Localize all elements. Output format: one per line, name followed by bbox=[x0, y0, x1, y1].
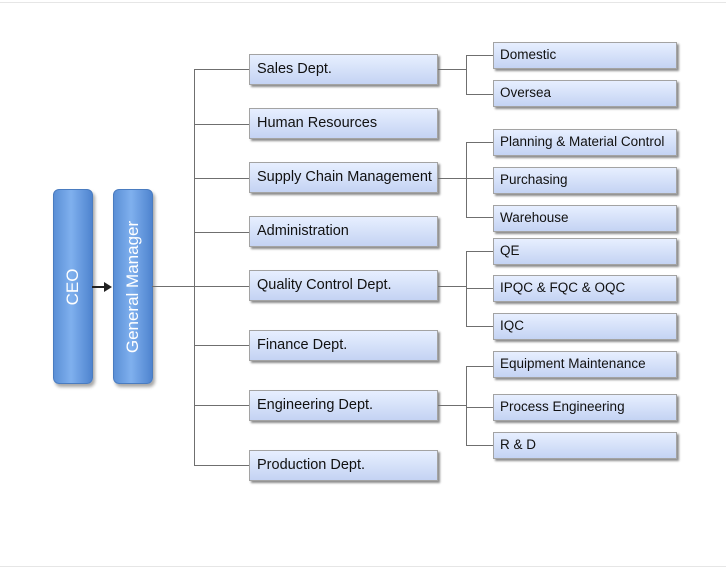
dept-finance: Finance Dept. bbox=[249, 330, 438, 361]
unit-ipqc-fqc-oqc: IPQC & FQC & OQC bbox=[493, 275, 677, 302]
ceo-to-gm-connector bbox=[92, 286, 104, 288]
unit-iqc: IQC bbox=[493, 313, 677, 340]
quality-sub-branch bbox=[466, 288, 493, 289]
unit-domestic: Domestic bbox=[493, 42, 677, 69]
sales-sub-branch bbox=[466, 55, 493, 56]
sales-sub-branch bbox=[466, 94, 493, 95]
unit-purchasing: Purchasing bbox=[493, 167, 677, 194]
supply-sub-branch bbox=[466, 178, 493, 179]
general-manager-box: General Manager bbox=[113, 189, 153, 384]
unit-oversea: Oversea bbox=[493, 80, 677, 107]
branch-production bbox=[194, 465, 249, 466]
branch-supply-chain bbox=[194, 178, 249, 179]
quality-sub-trunk bbox=[466, 251, 467, 327]
sales-sub-trunk bbox=[466, 55, 467, 95]
unit-equipment-maintenance: Equipment Maintenance bbox=[493, 351, 677, 378]
dept-administration: Administration bbox=[249, 216, 438, 247]
engineering-sub-branch bbox=[466, 445, 493, 446]
branch-quality bbox=[194, 286, 249, 287]
dept-supply-chain: Supply Chain Management bbox=[249, 162, 438, 193]
quality-sub-branch bbox=[466, 326, 493, 327]
department-trunk bbox=[194, 69, 195, 466]
unit-qe: QE bbox=[493, 238, 677, 265]
bottom-divider bbox=[0, 566, 726, 567]
engineering-sub-stem bbox=[438, 405, 467, 406]
sales-sub-stem bbox=[438, 69, 467, 70]
dept-quality-control: Quality Control Dept. bbox=[249, 270, 438, 301]
branch-administration bbox=[194, 232, 249, 233]
unit-warehouse: Warehouse bbox=[493, 205, 677, 232]
supply-sub-branch bbox=[466, 217, 493, 218]
branch-hr bbox=[194, 124, 249, 125]
ceo-box: CEO bbox=[53, 189, 93, 384]
quality-sub-branch bbox=[466, 251, 493, 252]
arrow-right-icon bbox=[104, 282, 112, 292]
general-manager-label: General Manager bbox=[123, 220, 142, 353]
supply-sub-stem bbox=[438, 178, 467, 179]
dept-human-resources: Human Resources bbox=[249, 108, 438, 139]
engineering-sub-branch bbox=[466, 407, 493, 408]
unit-planning-material-control: Planning & Material Control bbox=[493, 129, 677, 156]
supply-sub-branch bbox=[466, 142, 493, 143]
unit-process-engineering: Process Engineering bbox=[493, 394, 677, 421]
engineering-sub-trunk bbox=[466, 366, 467, 446]
quality-sub-stem bbox=[438, 286, 467, 287]
engineering-sub-branch bbox=[466, 366, 493, 367]
branch-finance bbox=[194, 345, 249, 346]
ceo-label: CEO bbox=[63, 268, 82, 305]
dept-sales: Sales Dept. bbox=[249, 54, 438, 85]
unit-r-and-d: R & D bbox=[493, 432, 677, 459]
gm-connector bbox=[152, 286, 195, 287]
supply-sub-trunk bbox=[466, 142, 467, 218]
top-divider bbox=[0, 2, 726, 3]
branch-sales bbox=[194, 69, 249, 70]
branch-engineering bbox=[194, 405, 249, 406]
dept-production: Production Dept. bbox=[249, 450, 438, 481]
dept-engineering: Engineering Dept. bbox=[249, 390, 438, 421]
